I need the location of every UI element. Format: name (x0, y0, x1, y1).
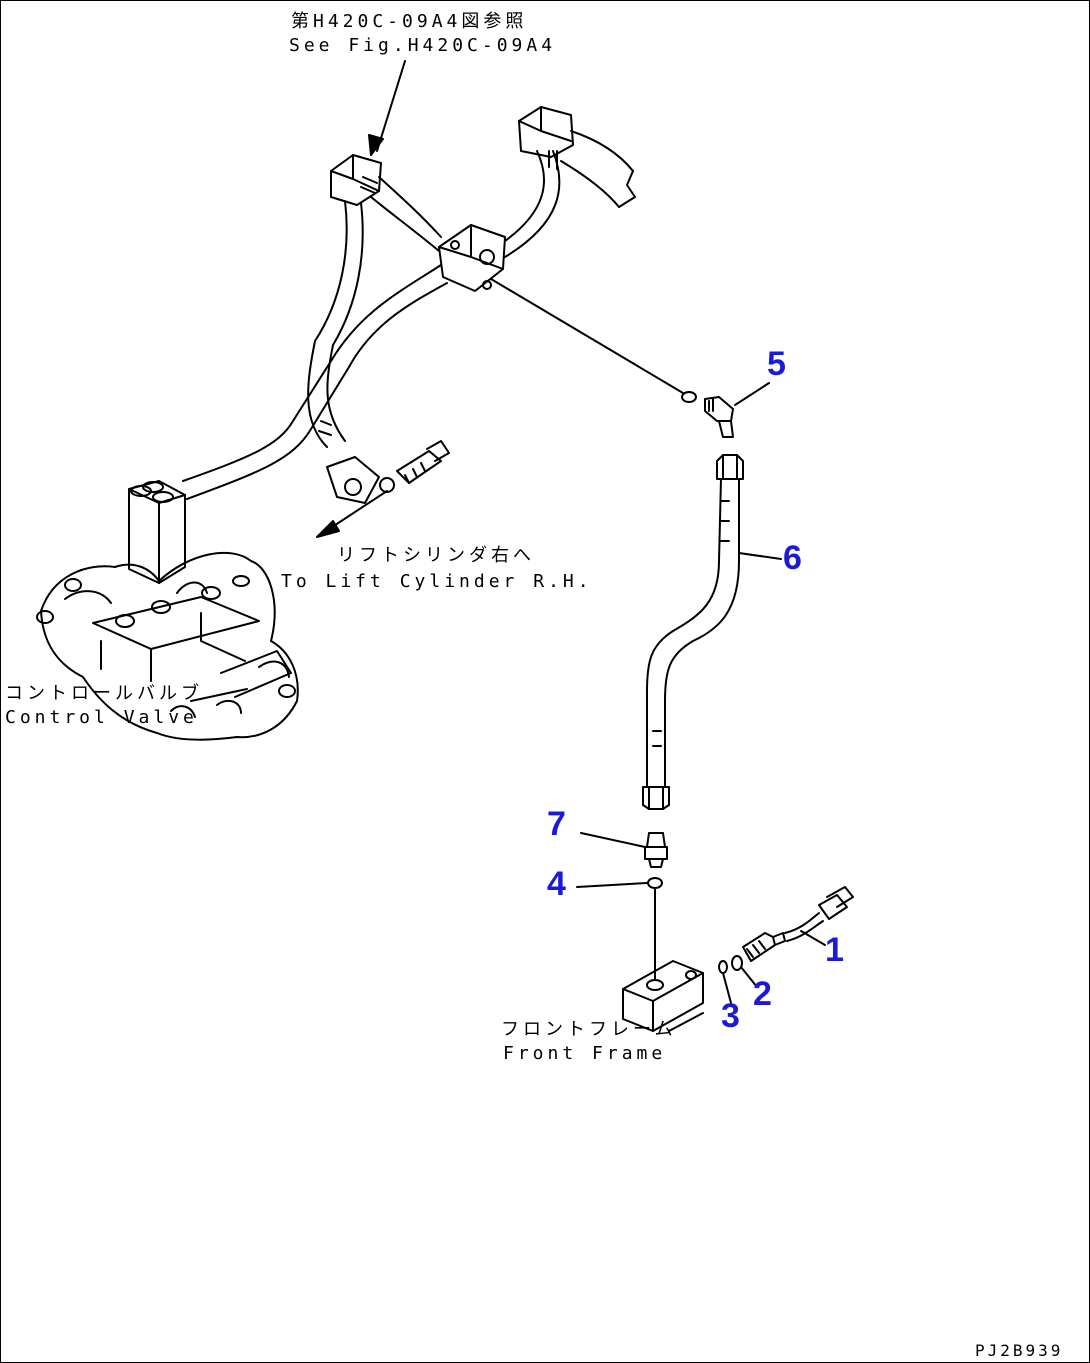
lift-cylinder-arrow (316, 490, 388, 538)
part-4-o-ring (647, 877, 663, 889)
control-valve-en: Control Valve (5, 707, 198, 728)
leader-5 (734, 382, 770, 406)
part-2-washer (731, 955, 743, 971)
part-1-sensor (742, 886, 854, 962)
lift-cylinder-en: To Lift Cylinder R.H. (281, 571, 593, 592)
main-tubes (182, 150, 561, 500)
part-7-adapter (644, 832, 668, 868)
part-number-3: 3 (721, 997, 740, 1035)
front-frame-block (622, 960, 704, 1032)
control-valve (36, 480, 299, 741)
ref-fig-en: See Fig.H420C-09A4 (289, 35, 557, 56)
leader-front-frame (668, 1012, 704, 1032)
leader-6 (738, 552, 782, 560)
front-frame-en: Front Frame (503, 1043, 667, 1064)
lift-cylinder-fitting (326, 440, 450, 504)
part-number-5: 5 (767, 345, 786, 383)
part-5-elbow (681, 391, 734, 438)
leader-3 (722, 972, 732, 1004)
part-number-4: 4 (547, 865, 566, 903)
part-3-o-ring (718, 960, 728, 974)
part-6-hose (642, 454, 744, 810)
right-elbow-fitting (518, 106, 636, 208)
control-valve-jp: コントロールバルブ (5, 683, 203, 704)
part-number-2: 2 (753, 975, 772, 1013)
lift-cylinder-jp: リフトシリンダ右へ (337, 545, 535, 566)
drawing-code: PJ2B939 (975, 1341, 1064, 1360)
front-frame-jp: フロントフレーム (501, 1019, 677, 1040)
leader-2 (740, 966, 758, 988)
part-number-6: 6 (783, 539, 802, 577)
leader-7 (580, 832, 646, 848)
central-flange (438, 224, 506, 292)
left-elbow-fitting (330, 154, 382, 206)
leader-4 (576, 882, 648, 888)
ref-fig-jp: 第H420C-09A4図参照 (291, 11, 528, 32)
leader-flange-to-5 (490, 278, 684, 394)
part-number-7: 7 (547, 805, 566, 843)
part-number-1: 1 (825, 931, 844, 969)
reference-arrow (368, 60, 406, 156)
leader-1 (800, 930, 826, 946)
